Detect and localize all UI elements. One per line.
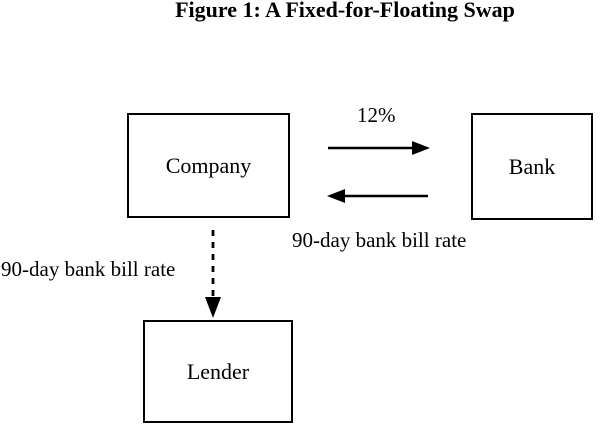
funding-rate-label: 90-day bank bill rate	[1, 257, 176, 281]
funding-arrow	[205, 230, 221, 318]
lender-node-label: Lender	[186, 358, 250, 384]
floating-rate-label: 90-day bank bill rate	[292, 228, 467, 252]
bank-node-label: Bank	[508, 153, 556, 179]
figure-title: Figure 1: A Fixed-for-Floating Swap	[175, 0, 515, 22]
bank-node: Bank	[471, 113, 593, 220]
company-node-label: Company	[165, 152, 252, 178]
fixed-rate-label: 12%	[357, 103, 396, 127]
floating-rate-arrow	[327, 189, 428, 203]
lender-node: Lender	[143, 320, 293, 423]
fixed-rate-arrow	[328, 141, 430, 155]
company-node: Company	[127, 113, 290, 218]
